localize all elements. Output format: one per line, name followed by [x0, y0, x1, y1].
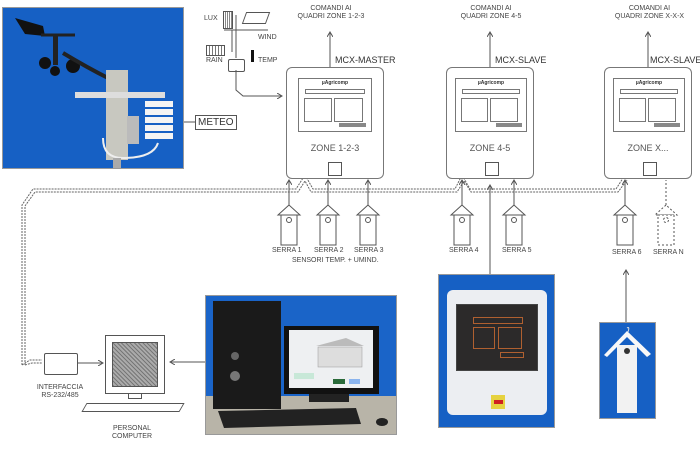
temp-sensor-icon	[251, 50, 254, 62]
indicator-box	[304, 98, 332, 122]
mouse	[376, 418, 388, 426]
pc-monitor-icon	[105, 335, 165, 394]
pc-stand	[128, 393, 142, 399]
controller-role-2: MCX-SLAVE	[495, 55, 547, 65]
command-line-2: QUADRI ZONE 1-2-3	[297, 13, 365, 20]
indicator-box	[461, 98, 488, 122]
computer-photo	[205, 295, 397, 435]
sensor-label: SERRA 6	[612, 249, 642, 256]
controller-display: µAgricomp	[613, 78, 685, 132]
controller-display: µAgricomp	[298, 78, 372, 132]
panel-enclosure	[447, 290, 547, 415]
display-keypad	[498, 327, 522, 349]
main-switch-photo	[491, 395, 505, 409]
controller-panel-photo	[438, 274, 555, 428]
command-line-1: COMANDI AI	[628, 5, 671, 12]
controller-panel-slave-1: µAgricomp ZONE 4-5	[446, 67, 534, 179]
zone-label: ZONE X...	[627, 143, 669, 153]
pc-screen	[112, 342, 158, 387]
main-switch-icon	[643, 162, 657, 176]
command-line-1: COMANDI AI	[310, 5, 352, 12]
interface-line-1: INTERFACCIA	[36, 384, 84, 391]
interface-line-2: RS-232/485	[41, 392, 79, 399]
wind-label: WIND	[258, 34, 277, 41]
command-caption-2: COMANDI AI QUADRI ZONE 4-5	[456, 5, 526, 21]
pc-tower	[213, 301, 281, 409]
main-switch-icon	[328, 162, 342, 176]
sensor-label: SERRA N	[653, 249, 684, 256]
command-line-2: QUADRI ZONE 4-5	[460, 13, 522, 20]
display-plate	[500, 352, 524, 358]
model-plate	[339, 123, 366, 127]
controller-role-3: MCX-SLAVE	[650, 55, 700, 65]
wind-sensor-icon	[241, 12, 271, 24]
screen-bar	[305, 89, 365, 94]
command-caption-1: COMANDI AI QUADRI ZONE 1-2-3	[296, 5, 366, 21]
sensor-label: SERRA 4	[449, 247, 479, 254]
sensor-junction-box	[228, 59, 245, 72]
keypad-box	[648, 98, 676, 122]
brand-label: µAgricomp	[635, 80, 663, 86]
weather-station-photo	[2, 7, 184, 169]
sensor-label: SERRA 1	[272, 247, 302, 254]
command-caption-3: COMANDI AI QUADRI ZONE X-X-X	[612, 5, 687, 21]
sensors-caption: SENSORI TEMP. + UMIND.	[292, 257, 379, 264]
lux-sensor-icon	[223, 11, 233, 29]
screen-bar	[620, 89, 678, 94]
controller-panel-master: µAgricomp ZONE 1-2-3	[286, 67, 384, 179]
wind-vane-icon	[15, 18, 45, 36]
controller-panel-slave-2: µAgricomp ZONE X...	[604, 67, 692, 179]
model-plate	[654, 123, 680, 127]
interface-caption: INTERFACCIA RS-232/485	[30, 384, 90, 400]
sensor-label: SERRA 5	[502, 247, 532, 254]
anemometer-icon	[39, 57, 51, 69]
model-plate	[496, 123, 522, 127]
controller-role-1: MCX-MASTER	[335, 55, 396, 65]
screen-bar	[462, 89, 520, 94]
indicator-box	[619, 98, 646, 122]
sensor-house-photo	[599, 322, 656, 419]
zone-label: ZONE 4-5	[469, 143, 511, 153]
brand-label: µAgricomp	[321, 80, 349, 86]
display-indicators	[473, 327, 495, 349]
brand-label: µAgricomp	[477, 80, 505, 86]
pc-line-2: COMPUTER	[111, 433, 153, 440]
display-bar	[473, 317, 523, 324]
controller-display: µAgricomp	[455, 78, 527, 132]
pc-keyboard-icon	[81, 403, 185, 412]
main-switch-icon	[485, 162, 499, 176]
sensor-label: SERRA 3	[354, 247, 384, 254]
rain-sensor-icon	[206, 45, 225, 56]
keypad-box	[490, 98, 518, 122]
lux-label: LUX	[204, 15, 218, 22]
rs485-interface-box	[44, 353, 78, 375]
pc-line-1: PERSONAL	[112, 425, 152, 432]
zone-label: ZONE 1-2-3	[310, 143, 360, 153]
keyboard	[218, 408, 361, 428]
sensor-label: SERRA 2	[314, 247, 344, 254]
serial-bus	[21, 173, 628, 366]
radiation-shield-icon	[145, 101, 173, 139]
rain-label: RAIN	[206, 57, 223, 64]
command-line-1: COMANDI AI	[470, 5, 512, 12]
panel-display-photo	[456, 304, 538, 371]
command-line-2: QUADRI ZONE X-X-X	[614, 13, 685, 20]
temp-label: TEMP	[258, 57, 278, 64]
pc-caption: PERSONAL COMPUTER	[102, 425, 162, 441]
meteo-label: METEO	[195, 115, 237, 130]
keypad-box	[334, 98, 363, 122]
